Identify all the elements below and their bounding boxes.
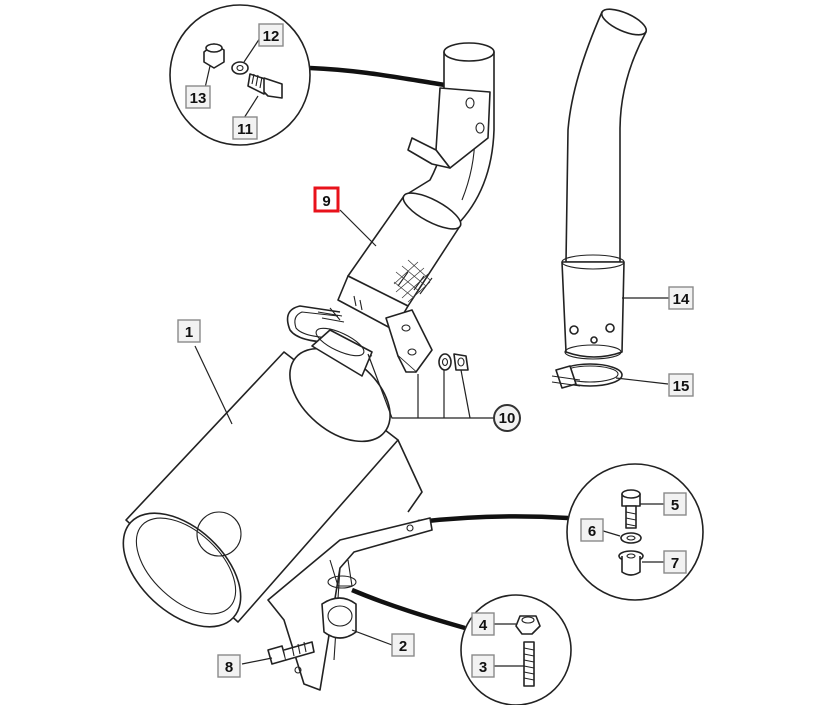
svg-text:7: 7 <box>671 555 679 572</box>
tail-pipe <box>561 8 648 360</box>
callout-13: 13 <box>185 85 211 109</box>
svg-text:12: 12 <box>263 28 280 45</box>
svg-text:11: 11 <box>237 121 253 138</box>
sleeve-mesh <box>393 259 431 303</box>
callout-8: 8 <box>217 654 241 678</box>
svg-text:2: 2 <box>399 638 407 655</box>
side-bolt <box>267 641 315 665</box>
svg-text:13: 13 <box>190 90 207 107</box>
upper-elbow-pipe <box>403 42 495 227</box>
detail-circle-bottom <box>460 594 572 705</box>
clamp-sleeve <box>337 192 462 331</box>
callout-11: 11 <box>232 116 258 140</box>
band-clamp <box>551 363 623 389</box>
detail-leader-bottom <box>351 587 466 631</box>
callout-1: 1 <box>177 319 201 343</box>
svg-text:1: 1 <box>185 324 193 341</box>
callout-10: 10 <box>493 404 521 432</box>
detail-leader-right <box>417 514 569 525</box>
washer-12 <box>231 61 249 75</box>
callout-3: 3 <box>471 654 495 678</box>
svg-text:4: 4 <box>479 617 488 634</box>
bolt-5 <box>621 489 641 529</box>
callout-2: 2 <box>391 633 415 657</box>
svg-text:3: 3 <box>479 659 487 676</box>
svg-text:6: 6 <box>588 523 596 540</box>
callout-14: 14 <box>668 286 694 310</box>
callout-9: 9 <box>313 186 340 213</box>
stud-3 <box>523 641 535 687</box>
svg-text:10: 10 <box>499 410 516 427</box>
svg-text:5: 5 <box>671 497 679 514</box>
flange-nut-7 <box>618 550 644 576</box>
washer-6 <box>620 532 642 544</box>
callout-7: 7 <box>663 550 687 574</box>
muffler-body <box>122 327 423 628</box>
u-bolt-assembly <box>286 305 469 373</box>
leader-lines <box>194 209 669 665</box>
nut-4 <box>515 615 541 635</box>
bolt-11 <box>247 73 283 99</box>
flange-nut-13 <box>203 43 225 69</box>
callout-4: 4 <box>471 612 495 636</box>
detail-leader-top <box>309 65 446 88</box>
svg-text:15: 15 <box>673 378 690 395</box>
svg-text:14: 14 <box>673 291 690 308</box>
callout-6: 6 <box>580 518 604 542</box>
callout-5: 5 <box>663 492 687 516</box>
svg-text:9: 9 <box>322 193 330 210</box>
callout-12: 12 <box>258 23 284 47</box>
callout-15: 15 <box>668 373 694 397</box>
svg-text:8: 8 <box>225 659 233 676</box>
